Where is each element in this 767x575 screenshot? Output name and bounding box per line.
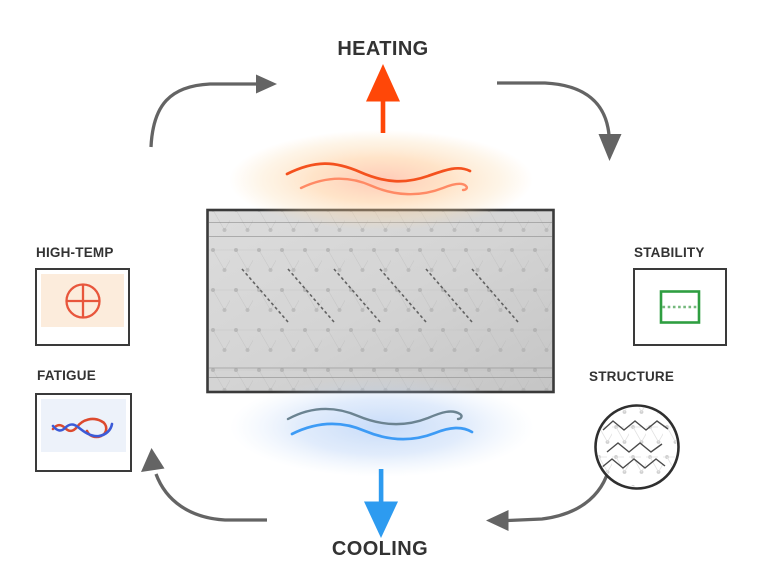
stability-label: STABILITY [634, 245, 705, 260]
micro-cracks [241, 268, 519, 323]
dashed-rect-icon [659, 290, 701, 324]
stability-icon-area [639, 274, 721, 340]
high-temp-box [35, 268, 130, 346]
cycle-arrow-top-left-icon [149, 74, 277, 148]
cool-glow [230, 377, 534, 477]
cycle-arrow-top-right-icon [497, 81, 622, 161]
crossing-waves-icon [51, 417, 113, 438]
circle-plus-icon [64, 282, 101, 319]
polymer-chains-icon [600, 420, 669, 469]
material-sample [206, 208, 555, 394]
heat-waves-icon [285, 162, 472, 196]
fatigue-label: FATIGUE [37, 368, 96, 383]
molecular-lattice-icon [597, 407, 677, 487]
heating-up-arrow-icon [366, 64, 400, 133]
structure-magnifier [594, 404, 680, 490]
high-temp-label: HIGH-TEMP [36, 245, 114, 260]
structure-label: STRUCTURE [589, 369, 675, 384]
cool-waves-icon [286, 407, 474, 441]
high-temp-icon-area [41, 274, 124, 327]
fatigue-icon-area [41, 399, 126, 452]
cycle-arrow-bottom-left-icon [141, 448, 267, 522]
stability-box [633, 268, 727, 346]
cycle-arrow-bottom-right-icon [486, 458, 613, 531]
cooling-label: COOLING [331, 538, 429, 560]
dot-lattice [209, 211, 552, 391]
cooling-down-arrow-icon [364, 469, 398, 538]
fatigue-box [35, 393, 132, 472]
heating-label: HEATING [337, 38, 429, 60]
